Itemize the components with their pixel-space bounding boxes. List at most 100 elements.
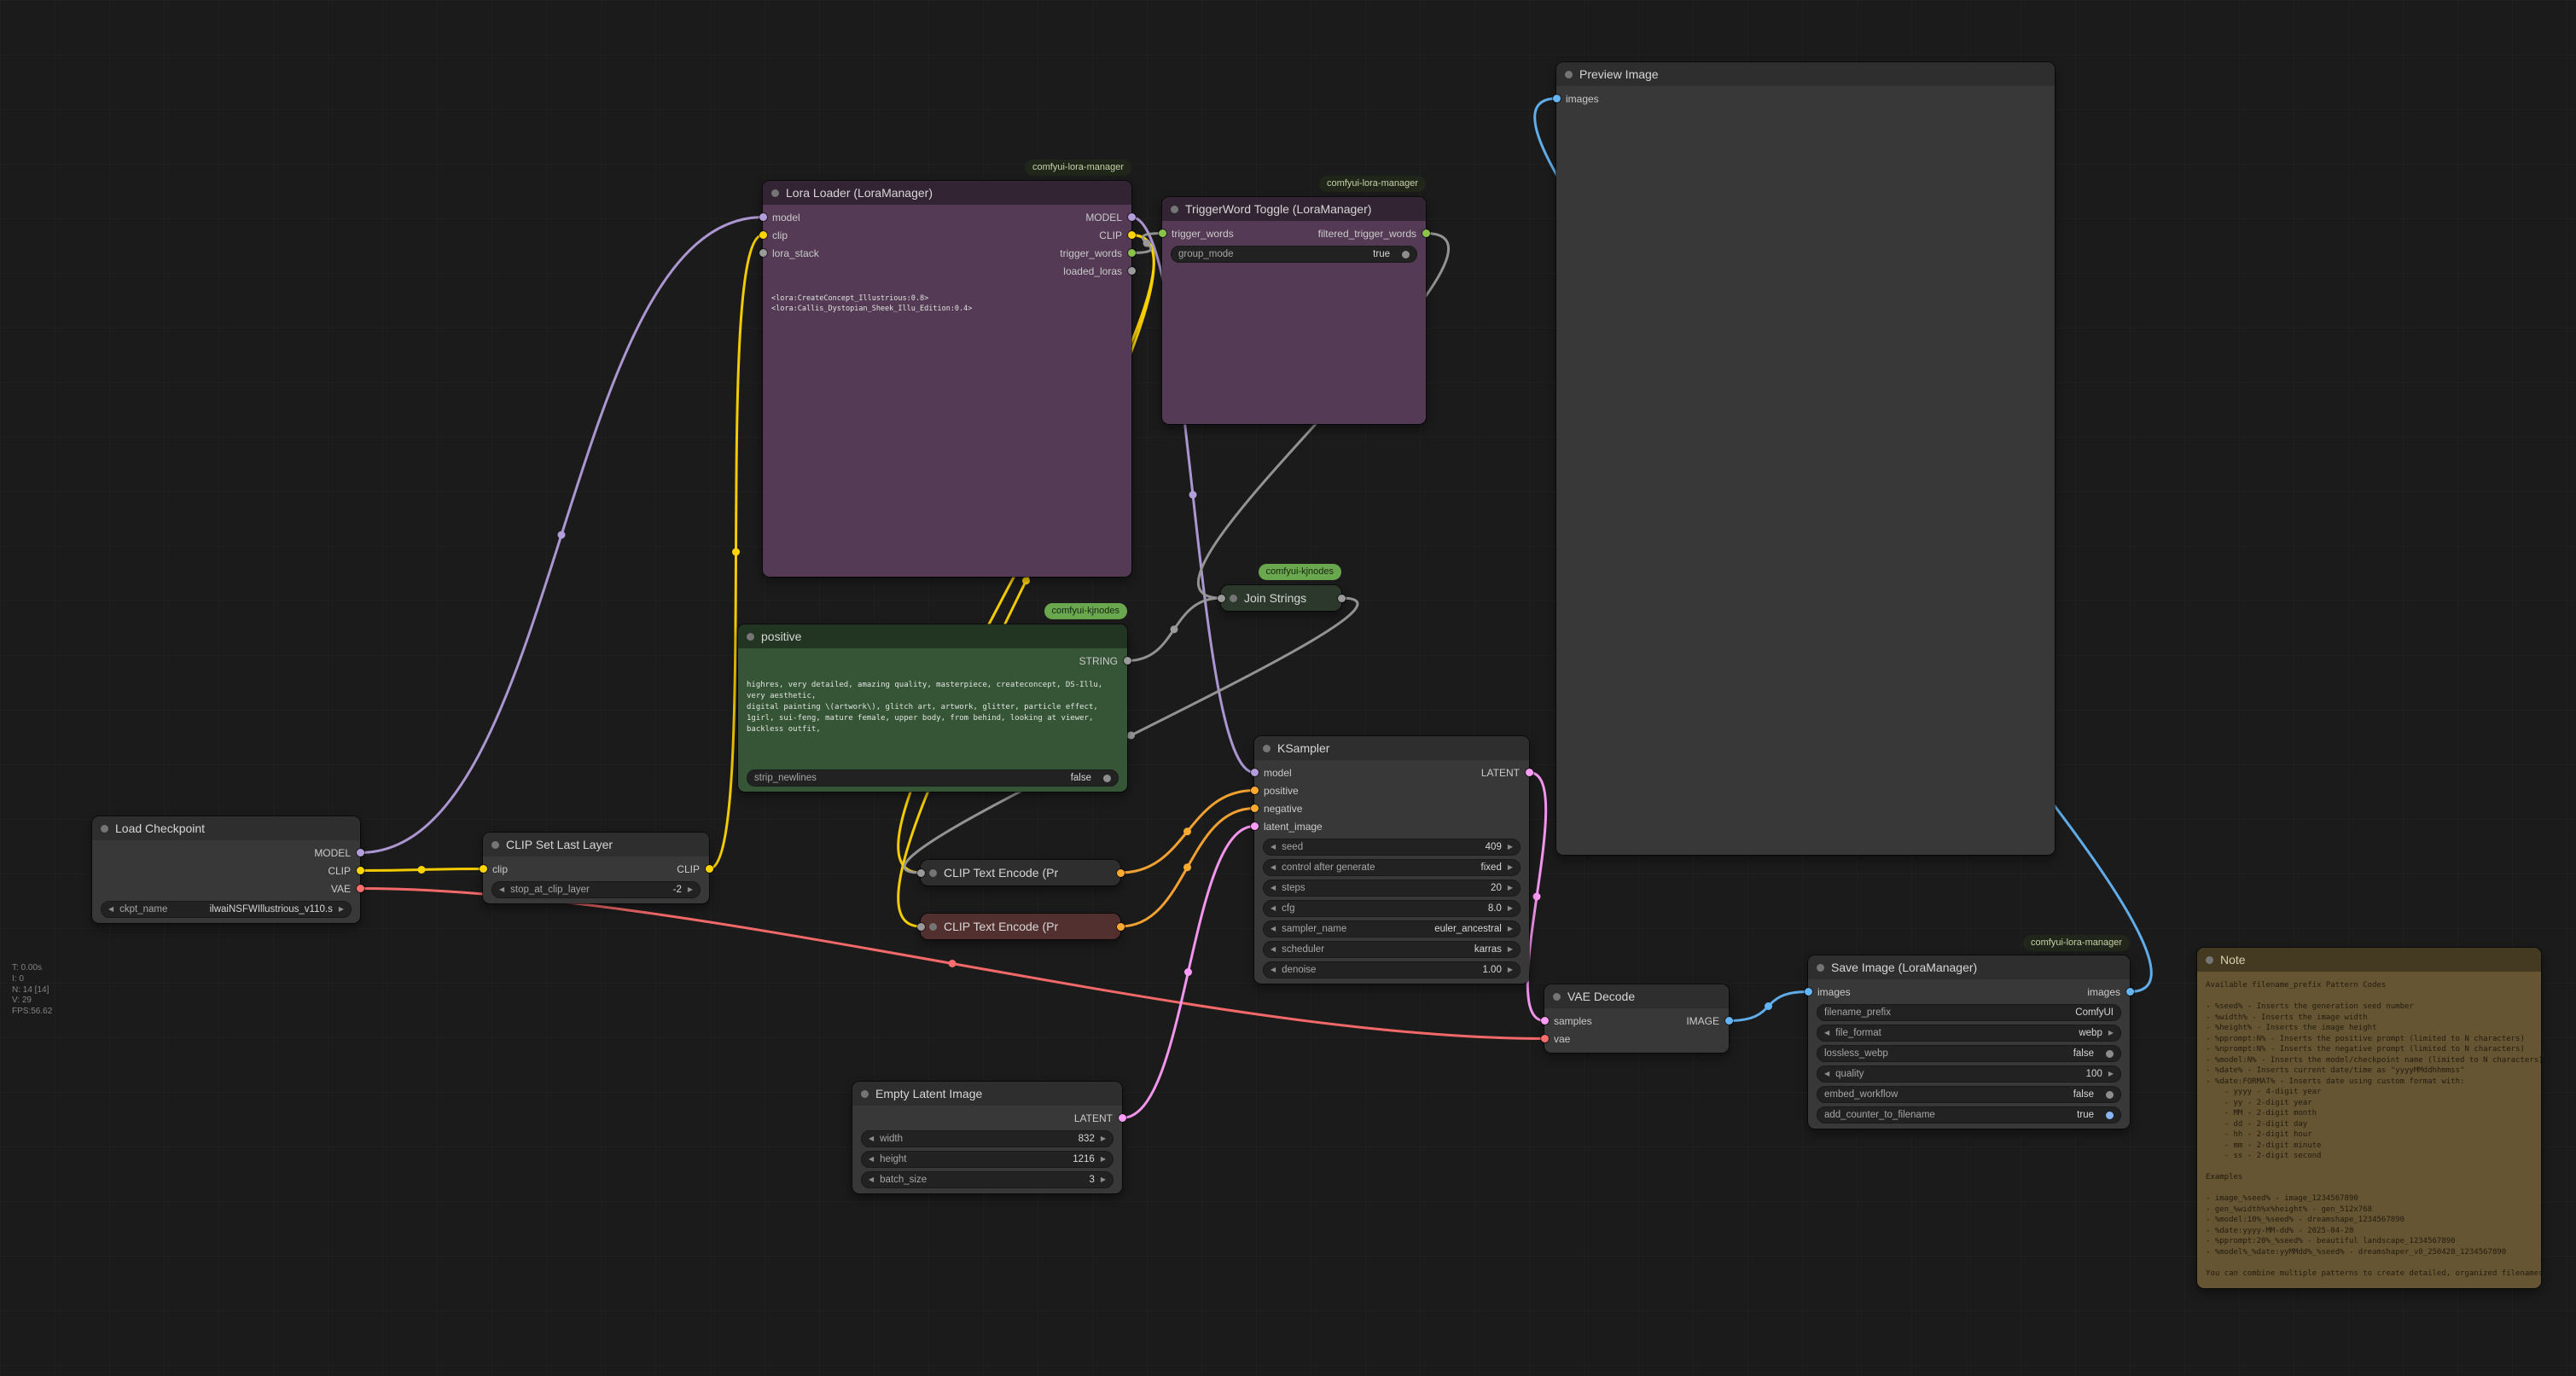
lora-syntax-textarea[interactable]: <lora:CreateConcept_Illustrious:0.8> <lo… [771, 294, 973, 314]
widget-height[interactable]: height 1216 [861, 1151, 1114, 1168]
prompt-textarea[interactable]: highres, very detailed, amazing quality,… [747, 681, 1103, 734]
decrement-icon[interactable] [869, 1156, 874, 1163]
node-note[interactable]: Note Available filename_prefix Pattern C… [2197, 948, 2541, 1288]
images-input-slot[interactable] [1552, 95, 1561, 102]
widget-ckpt-name[interactable]: ckpt_name ilwaiNSFWIllustrious_v110.s [101, 901, 352, 918]
images-input-slot[interactable] [1804, 988, 1812, 996]
next-value-icon[interactable] [2108, 1030, 2114, 1036]
increment-icon[interactable] [1508, 967, 1513, 973]
toggle-dot-icon[interactable] [2106, 1111, 2114, 1119]
image-output-slot[interactable] [1724, 1017, 1733, 1025]
widget-group-mode[interactable]: group_mode true [1171, 246, 1417, 263]
decrement-icon[interactable] [1271, 905, 1276, 912]
collapse-dot-icon[interactable] [1171, 205, 1178, 213]
clip-input-slot[interactable] [479, 865, 487, 873]
widget-stop-at-clip-layer[interactable]: stop_at_clip_layer -2 [491, 881, 701, 898]
collapse-dot-icon[interactable] [861, 1089, 869, 1098]
clip-output-slot[interactable] [356, 867, 364, 874]
node-clip-set-last-layer[interactable]: CLIP Set Last Layer clip CLIP stop_at_cl… [479, 833, 713, 903]
string-output-slot[interactable] [1123, 657, 1131, 665]
node-clip-text-encode-positive[interactable]: CLIP Text Encode (Pr [916, 860, 1125, 885]
next-value-icon[interactable] [339, 906, 344, 913]
collapse-dot-icon[interactable] [1553, 992, 1561, 1001]
encode-input-slot[interactable] [916, 922, 925, 931]
increment-icon[interactable] [688, 886, 693, 893]
decrement-icon[interactable] [1271, 967, 1276, 973]
latent-image-input-slot[interactable] [1250, 822, 1259, 830]
lora-stack-input-slot[interactable] [759, 249, 767, 257]
latent-output-slot[interactable] [1525, 769, 1533, 776]
collapse-dot-icon[interactable] [491, 840, 499, 849]
model-output-slot[interactable] [356, 849, 364, 856]
node-header[interactable]: Empty Latent Image [852, 1082, 1122, 1106]
node-lora-loader[interactable]: Lora Loader (LoraManager) model MODEL cl… [759, 181, 1136, 577]
increment-icon[interactable] [1508, 905, 1513, 912]
clip-output-slot[interactable] [705, 865, 713, 873]
widget-cfg[interactable]: cfg 8.0 [1263, 900, 1521, 917]
widget-width[interactable]: width 832 [861, 1130, 1114, 1147]
widget-scheduler[interactable]: scheduler karras [1263, 941, 1521, 958]
node-triggerword-toggle[interactable]: TriggerWord Toggle (LoraManager) trigger… [1158, 197, 1430, 424]
prev-value-icon[interactable] [1271, 946, 1276, 953]
negative-input-slot[interactable] [1250, 804, 1259, 812]
loaded-loras-output-slot[interactable] [1127, 267, 1136, 275]
decrement-icon[interactable] [1824, 1071, 1829, 1077]
clip-output-slot[interactable] [1127, 231, 1136, 239]
decrement-icon[interactable] [869, 1176, 874, 1183]
toggle-dot-icon[interactable] [2106, 1090, 2114, 1099]
model-output-slot[interactable] [1127, 213, 1136, 221]
collapse-dot-icon[interactable] [929, 922, 937, 931]
strings-input-slot[interactable] [1217, 594, 1225, 602]
node-header[interactable]: VAE Decode [1544, 984, 1729, 1008]
widget-add-counter-to-filename[interactable]: add_counter_to_filename true [1817, 1106, 2121, 1123]
widget-control-after-generate[interactable]: control after generate fixed [1263, 859, 1521, 876]
next-value-icon[interactable] [1508, 926, 1513, 932]
conditioning-output-slot[interactable] [1116, 922, 1125, 931]
encode-input-slot[interactable] [916, 868, 925, 877]
decrement-icon[interactable] [1271, 844, 1276, 851]
widget-denoise[interactable]: denoise 1.00 [1263, 961, 1521, 978]
node-header[interactable]: positive [738, 624, 1127, 648]
widget-strip-newlines[interactable]: strip_newlines false [747, 769, 1119, 787]
node-header[interactable]: Lora Loader (LoraManager) [763, 181, 1131, 205]
widget-steps[interactable]: steps 20 [1263, 880, 1521, 897]
collapse-dot-icon[interactable] [101, 824, 108, 833]
node-header[interactable]: KSampler [1254, 736, 1529, 760]
increment-icon[interactable] [1101, 1135, 1106, 1142]
widget-quality[interactable]: quality 100 [1817, 1065, 2121, 1083]
node-header[interactable]: CLIP Text Encode (Pr [921, 860, 1120, 885]
clip-input-slot[interactable] [759, 231, 767, 239]
prev-value-icon[interactable] [1824, 1030, 1829, 1036]
increment-icon[interactable] [1101, 1176, 1106, 1183]
prev-value-icon[interactable] [108, 906, 113, 913]
node-preview-image[interactable]: Preview Image images [1552, 62, 2055, 855]
toggle-dot-icon[interactable] [1103, 774, 1111, 782]
collapse-dot-icon[interactable] [1263, 744, 1271, 752]
vae-input-slot[interactable] [1540, 1035, 1549, 1042]
collapse-dot-icon[interactable] [1565, 70, 1573, 78]
collapse-dot-icon[interactable] [747, 632, 754, 641]
trigger-words-input-slot[interactable] [1158, 229, 1166, 237]
node-save-image[interactable]: Save Image (LoraManager) images images f… [1804, 955, 2134, 1129]
node-clip-text-encode-negative[interactable]: CLIP Text Encode (Pr [916, 914, 1125, 939]
widget-seed[interactable]: seed 409 [1263, 839, 1521, 856]
widget-filename-prefix[interactable]: filename_prefix ComfyUI [1817, 1004, 2121, 1021]
collapse-dot-icon[interactable] [929, 868, 937, 877]
decrement-icon[interactable] [499, 886, 504, 893]
collapse-dot-icon[interactable] [771, 189, 779, 197]
model-input-slot[interactable] [759, 213, 767, 221]
widget-file-format[interactable]: file_format webp [1817, 1025, 2121, 1042]
next-value-icon[interactable] [1508, 864, 1513, 871]
collapse-dot-icon[interactable] [1817, 963, 1824, 972]
node-header[interactable]: Join Strings [1221, 585, 1341, 611]
samples-input-slot[interactable] [1540, 1017, 1549, 1025]
string-output-slot[interactable] [1337, 594, 1346, 602]
widget-embed-workflow[interactable]: embed_workflow false [1817, 1086, 2121, 1103]
toggle-dot-icon[interactable] [1402, 250, 1410, 258]
widget-sampler-name[interactable]: sampler_name euler_ancestral [1263, 920, 1521, 938]
increment-icon[interactable] [1101, 1156, 1106, 1163]
node-header[interactable]: Load Checkpoint [92, 816, 360, 840]
node-positive-prompt[interactable]: positive STRING highres, very detailed, … [738, 624, 1131, 792]
collapse-dot-icon[interactable] [1230, 594, 1237, 602]
